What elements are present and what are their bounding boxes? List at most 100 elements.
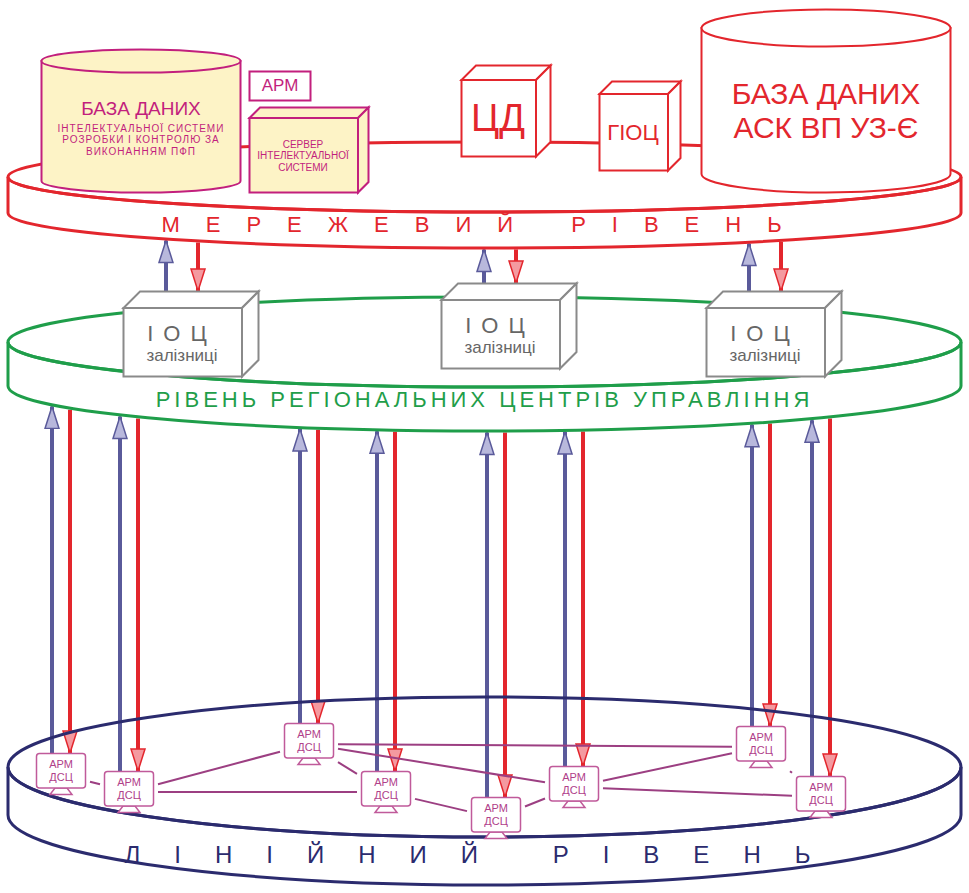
node-label: АРМ ДСЦ xyxy=(562,771,586,796)
workstation-monitor: АРМ ДСЦ xyxy=(795,775,847,819)
data-flow-arrow xyxy=(779,242,783,291)
monitor-screen xyxy=(550,767,599,802)
node-content: АРМ ДСЦ xyxy=(473,799,519,830)
monitor-screen xyxy=(362,772,411,807)
workstation-monitor: АРМ ДСЦ xyxy=(283,722,335,766)
monitor-stand xyxy=(50,788,72,795)
node-content: РІВЕНЬ РЕГІОНАЛЬНИХ ЦЕНТРІВ УПРАВЛІННЯ xyxy=(6,387,963,412)
node-content: МЕРЕЖЕВИЙ РІВЕНЬ xyxy=(6,212,963,237)
cube-front xyxy=(462,80,537,157)
workstation-box: АРМ xyxy=(248,70,312,102)
node-content: БАЗА ДАНИХІНТЕЛЕКТУАЛЬНОЇ СИСТЕМИ РОЗРОБ… xyxy=(50,78,232,177)
node-label: БАЗА ДАНИХ АСК ВП УЗ-Є xyxy=(710,77,942,146)
monitor-stand xyxy=(118,806,140,813)
server-cube: СЕРВЕР ІНТЕЛЕКТУАЛЬНОЇ СИСТЕМИ xyxy=(248,106,370,194)
node-content: ІОЦзалізниці xyxy=(126,312,238,374)
node-label: АРМ ДСЦ xyxy=(484,802,508,827)
node-content: АРМ ДСЦ xyxy=(798,778,844,809)
workstation-monitor: АРМ ДСЦ xyxy=(735,725,787,769)
cube-side xyxy=(536,66,551,157)
workstation-monitor: АРМ ДСЦ xyxy=(360,770,412,814)
monitor-stand xyxy=(750,761,772,768)
database-cylinder: БАЗА ДАНИХІНТЕЛЕКТУАЛЬНОЇ СИСТЕМИ РОЗРОБ… xyxy=(40,48,242,194)
workstation-monitor: АРМ ДСЦ xyxy=(103,770,155,814)
network-link xyxy=(790,771,792,773)
computing-center-cube: ІОЦзалізниці xyxy=(705,290,843,378)
node-content: АРМ ДСЦ xyxy=(106,773,152,804)
node-outline xyxy=(248,106,370,194)
node-content: АРМ ДСЦ xyxy=(363,773,409,804)
cube-front xyxy=(442,300,561,369)
node-label: ІОЦ xyxy=(444,313,556,338)
node-content: ЛІНІЙНИЙ РІВЕНЬ xyxy=(6,841,963,869)
data-center-cube: ЦД xyxy=(460,64,552,158)
node-content: АРМ ДСЦ xyxy=(738,728,784,759)
node-label: залізниці xyxy=(709,346,821,366)
cylinder-top xyxy=(42,50,241,73)
band-top xyxy=(8,142,961,212)
database-cylinder: БАЗА ДАНИХ АСК ВП УЗ-Є xyxy=(700,8,952,194)
data-flow-arrow xyxy=(68,410,72,753)
monitor-screen xyxy=(37,754,86,789)
cube-top xyxy=(707,292,842,309)
cube-side xyxy=(358,108,369,193)
cube-side xyxy=(825,292,842,377)
network-link xyxy=(158,791,357,793)
workstation-monitor: АРМ ДСЦ xyxy=(35,752,87,796)
cube-top xyxy=(600,82,681,95)
monitor-stand xyxy=(375,806,397,813)
cylinder-body xyxy=(702,28,951,192)
cube-front xyxy=(707,308,826,377)
node-label: БАЗА ДАНИХ xyxy=(50,98,232,120)
monitor-stand xyxy=(810,811,832,818)
box-outline xyxy=(250,72,311,101)
node-content: ЦД xyxy=(464,84,532,154)
data-flow-arrow xyxy=(164,241,168,292)
monitor-screen xyxy=(285,724,334,759)
node-content: ГІОЦ xyxy=(602,98,664,168)
main-computing-center-cube: ГІОЦ xyxy=(598,80,682,172)
node-label: АРМ ДСЦ xyxy=(49,758,73,783)
data-flow-arrow xyxy=(393,432,397,771)
workstation-monitor: АРМ ДСЦ xyxy=(470,796,522,840)
monitor-stand xyxy=(563,801,585,808)
computing-center-cube: ІОЦзалізниці xyxy=(122,290,260,378)
cube-side xyxy=(560,284,577,369)
node-content: БАЗА ДАНИХ АСК ВП УЗ-Є xyxy=(710,52,942,170)
data-flow-arrow xyxy=(485,433,489,798)
network-link xyxy=(415,799,467,811)
data-flow-arrow xyxy=(50,406,54,753)
network-link xyxy=(603,753,732,781)
node-label: АРМ ДСЦ xyxy=(809,781,833,806)
data-flow-arrow xyxy=(375,431,379,771)
data-flow-arrow xyxy=(298,429,302,723)
cube-top xyxy=(442,284,577,301)
node-label: ЦД xyxy=(464,97,532,141)
node-label: АРМ ДСЦ xyxy=(374,776,398,801)
node-content: ІОЦзалізниці xyxy=(444,304,556,366)
node-label: ІОЦ xyxy=(126,321,238,346)
network-link xyxy=(158,752,280,785)
data-flow-arrow xyxy=(750,425,754,726)
cube-top xyxy=(124,292,259,309)
data-flow-arrow xyxy=(768,424,772,727)
band-top xyxy=(8,297,961,387)
data-flow-arrow xyxy=(316,430,320,723)
node-label: ІОЦ xyxy=(709,321,821,346)
network-link xyxy=(338,762,357,774)
network-link xyxy=(525,799,545,807)
cube-top xyxy=(250,108,369,119)
network-link xyxy=(338,744,732,747)
monitor-stand xyxy=(485,832,507,839)
node-label: залізниці xyxy=(126,346,238,366)
node-outline xyxy=(40,48,242,194)
node-content: СЕРВЕР ІНТЕЛЕКТУАЛЬНОЇ СИСТЕМИ xyxy=(252,122,354,190)
computing-center-cube: ІОЦзалізниці xyxy=(440,282,578,370)
data-flow-arrow xyxy=(196,243,200,292)
level-label: РІВЕНЬ РЕГІОНАЛЬНИХ ЦЕНТРІВ УПРАВЛІННЯ xyxy=(6,387,963,412)
band-top xyxy=(8,697,961,837)
monitor-screen xyxy=(797,777,846,812)
data-flow-arrow xyxy=(747,244,751,291)
cylinder-top xyxy=(702,10,951,47)
